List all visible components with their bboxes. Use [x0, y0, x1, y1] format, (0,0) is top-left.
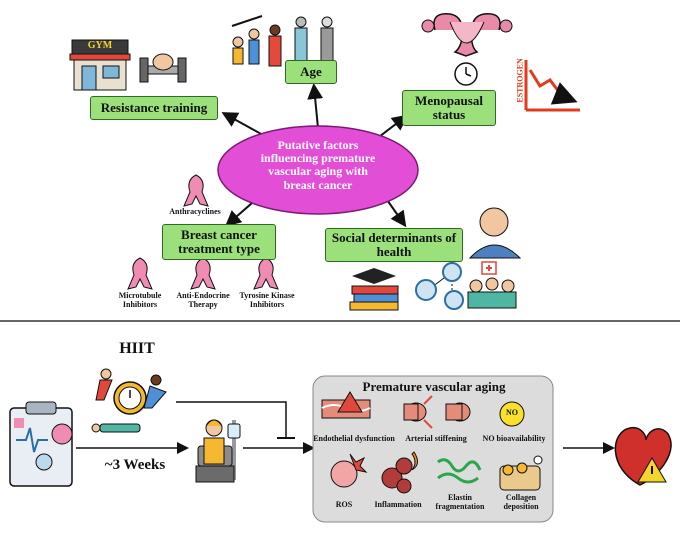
weeks-label: ~3 Weeks [104, 457, 166, 473]
people-aging-icon [231, 15, 334, 67]
arterial-label: Arterial stiffening [405, 434, 467, 443]
menopausal-line-2: status [432, 107, 466, 122]
age-label: Age [300, 63, 322, 79]
arrow-to-age [307, 83, 324, 129]
social-determinants-box: Social determinants of health [325, 228, 463, 262]
tki-label: Tyrosine Kinase Inhibitors [230, 291, 304, 310]
ribbon-antiendocrine-icon [190, 257, 216, 290]
ros-label: ROS [335, 500, 353, 509]
endothelial-label: Endothelial dysfunction [313, 434, 395, 443]
panel-title: Premature vascular aging [362, 379, 506, 394]
elastin-fiber-icon [437, 458, 482, 484]
center-title: Putative factors influencing premature v… [226, 138, 410, 192]
antiendocrine-label: Anti-Endocrine Therapy [168, 291, 238, 310]
resistance-training-box: Resistance training [90, 96, 218, 120]
elastin-line-2: fragmentation [435, 501, 485, 511]
center-line-4: breast cancer [283, 177, 353, 192]
center-line-3: vascular aging with [268, 164, 368, 179]
no-symbol: NO [506, 408, 518, 417]
ribbon-microtubule-icon [127, 257, 153, 290]
dumbbell-icon [139, 53, 187, 83]
treatment-line-1: Breast cancer [181, 226, 257, 242]
estrogen-decline-icon [524, 60, 580, 112]
collagen-line-2: deposition [503, 501, 539, 511]
microtubule-label: Microtubule Inhibitors [105, 291, 175, 310]
microtubule-line-1: Microtubule [118, 291, 162, 300]
heart-warning-icon [614, 426, 672, 486]
collagen-line-1: Collagen [505, 493, 537, 502]
tki-line-2: Inhibitors [249, 299, 285, 309]
center-ellipse [217, 125, 419, 215]
ribbon-tki-icon [253, 257, 279, 290]
ros-explosion-icon [330, 453, 368, 488]
antiendocrine-line-2: Therapy [188, 299, 218, 309]
no-molecule-icon [499, 401, 525, 427]
elastin-line-1: Elastin [447, 493, 472, 502]
inflammation-cells-icon [381, 451, 418, 494]
pink-ribbon-icon [183, 174, 209, 207]
social-line-1: Social determinants of [331, 229, 457, 245]
age-box: Age [285, 60, 337, 84]
education-books-icon [349, 268, 399, 311]
vascular-aging-panel [312, 375, 554, 523]
center-line-1: Putative factors [277, 138, 359, 152]
resistance-training-label: Resistance training [100, 99, 208, 115]
hiit-label: HIIT [119, 340, 155, 357]
treatment-line-2: treatment type [178, 241, 260, 256]
anthracyclines-label: Anthracyclines [169, 207, 221, 216]
menopausal-line-1: Menopausal [415, 92, 483, 108]
elastin-label: Elastin fragmentation [430, 493, 490, 512]
patient-infusion-icon [195, 419, 241, 483]
endothelial-icon [321, 391, 371, 419]
social-network-icon [415, 262, 464, 310]
treatment-type-box: Breast cancer treatment type [162, 224, 276, 260]
tki-line-1: Tyrosine Kinase [239, 291, 295, 300]
microtubule-line-2: Inhibitors [122, 299, 158, 309]
menopausal-status-box: Menopausal status [402, 90, 496, 126]
artery-tube-icon [403, 395, 471, 429]
no-bio-label: NO bioavailability [482, 434, 546, 443]
inflammation-label: Inflammation [374, 500, 422, 509]
stressed-person-icon [468, 207, 522, 259]
clipboard-ecg-icon [9, 401, 73, 487]
medical-team-icon [467, 261, 517, 309]
inhibition-line [176, 401, 287, 438]
collagen-tissue-icon [499, 455, 543, 491]
gym-building-icon [69, 39, 131, 91]
collagen-label: Collagen deposition [494, 493, 548, 512]
gym-sign: GYM [87, 40, 113, 51]
social-line-2: health [376, 244, 412, 259]
antiendocrine-line-1: Anti-Endocrine [176, 291, 230, 300]
center-line-2: influencing premature [260, 151, 376, 166]
uterus-clock-icon [421, 13, 513, 86]
estrogen-label: ESTROGEN [515, 58, 525, 103]
hiit-exercise-icon [91, 368, 167, 433]
